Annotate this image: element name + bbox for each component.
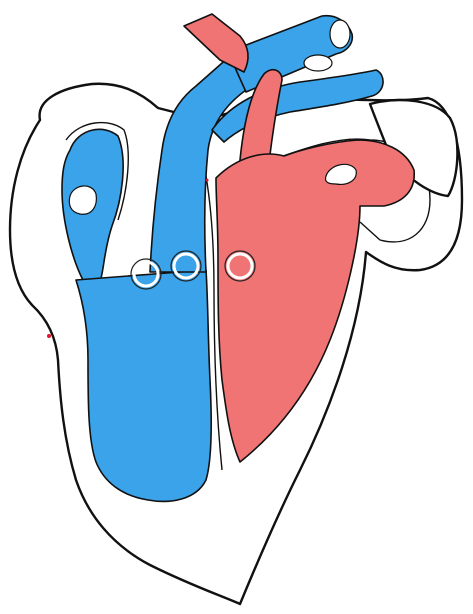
vena-cava-opening: [330, 20, 350, 48]
red-marker-dot: [47, 334, 51, 338]
aorta: [184, 14, 248, 72]
red-marker-dot: [206, 179, 209, 182]
pulmonary-artery-opening: [304, 55, 332, 71]
right-atrium-opening: [69, 186, 96, 214]
